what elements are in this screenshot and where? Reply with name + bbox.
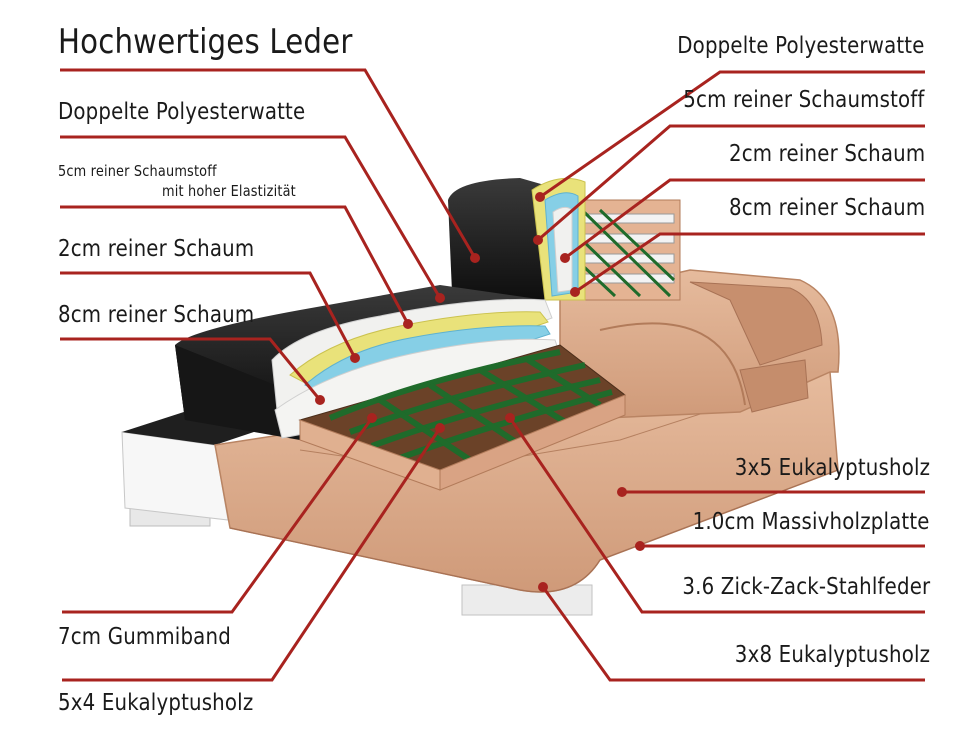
leather-backrest xyxy=(448,178,548,300)
label-eukalyptusholz-3x8: 3x8 Eukalyptusholz xyxy=(734,642,930,668)
label-doppelte-polyesterwatte-left: Doppelte Polyesterwatte xyxy=(58,99,306,125)
leader-dots xyxy=(315,192,645,592)
label-zickzack-stahlfeder: 3.6 Zick-Zack-Stahlfeder xyxy=(682,574,930,600)
label-eukalyptusholz-3x5: 3x5 Eukalyptusholz xyxy=(734,455,930,481)
label-eukalyptusholz-5x4: 5x4 Eukalyptusholz xyxy=(58,690,254,716)
white-leather-side xyxy=(121,431,229,521)
back-foam-white xyxy=(552,206,573,293)
label-schaumstoff-5cm-left: 5cm reiner Schaumstoff xyxy=(58,162,217,180)
label-schaum-2cm-right: 2cm reiner Schaum xyxy=(728,141,925,167)
label-schaumstoff-5cm-right: 5cm reiner Schaumstoff xyxy=(683,87,925,113)
label-doppelte-polyesterwatte-right: Doppelte Polyesterwatte xyxy=(677,33,925,59)
label-hochwertiges-leder: Hochwertiges Leder xyxy=(58,22,353,62)
label-schaum-8cm-right: 8cm reiner Schaum xyxy=(728,195,925,221)
label-gummiband: 7cm Gummiband xyxy=(58,624,231,650)
zigzag-springs xyxy=(328,349,613,463)
label-massivholzplatte: 1.0cm Massivholzplatte xyxy=(692,509,930,535)
armrest-compartment xyxy=(689,281,823,366)
label-schaum-8cm-left: 8cm reiner Schaum xyxy=(58,302,255,328)
leader-lines xyxy=(60,68,925,682)
label-hohe-elastizitaet: mit hoher Elastizität xyxy=(162,182,296,200)
label-schaum-2cm-left: 2cm reiner Schaum xyxy=(58,236,255,262)
